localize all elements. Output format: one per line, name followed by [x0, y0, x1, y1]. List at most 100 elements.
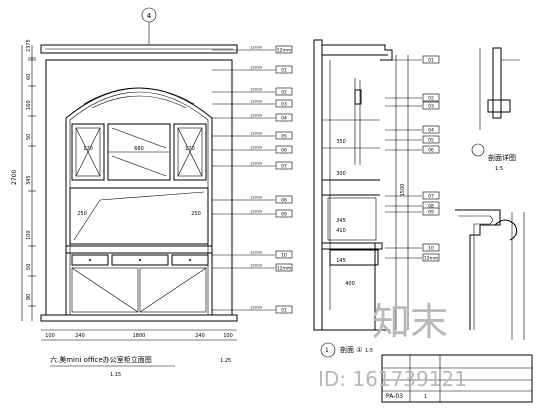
bottom-dimensions [41, 329, 237, 341]
leader-tag: 03 [281, 102, 287, 108]
display-niche [69, 187, 209, 245]
section-leader-tag: 05 [428, 138, 434, 144]
leader-note: 12mm [250, 145, 263, 150]
section-marker-label: 1 [325, 347, 329, 354]
title-block-sheet: PA-03 [386, 393, 403, 400]
leader-tag: 01 [281, 308, 287, 314]
leader-note: 12mm [250, 161, 263, 166]
left-dim-value: 2375 [26, 39, 32, 52]
section-leader-tag: 12mm [424, 256, 439, 262]
inner-dim-value: 250 [77, 211, 87, 217]
section-leader-tag: 01 [428, 58, 434, 64]
section-leader-tag: 04 [428, 128, 434, 134]
left-glass-door [71, 123, 105, 181]
section-dim-value: 350 [336, 139, 346, 145]
leader-note: 12mm [250, 195, 263, 200]
bottom-dim-value: 100 [223, 333, 233, 339]
left-total-dim: 2700 [11, 170, 18, 185]
left-dim-value: 50 [26, 264, 32, 270]
section-dim-value: 410 [336, 228, 346, 234]
left-dim-value: 50 [26, 134, 32, 140]
left-dim-value: 345 [26, 175, 32, 185]
leader-note: 12mm [250, 99, 263, 104]
leader-tag: 07 [281, 164, 287, 170]
section-caption: 剖面 ① [340, 345, 363, 354]
watermark-brand: 知末 [372, 300, 448, 344]
section-view [313, 39, 409, 358]
leader-tag: 10 [281, 253, 287, 259]
leader-note: 12mm [250, 131, 263, 136]
section-leader-tag: 08 [428, 204, 434, 210]
main-scale-sub: 1:15 [110, 372, 121, 378]
section-wall [313, 39, 323, 331]
base-plinth [40, 314, 238, 322]
grid-marker-label: 4 [147, 12, 152, 20]
bottom-dim-value: 240 [75, 333, 85, 339]
leader-note: 12mm [250, 113, 263, 118]
section-scale: 1:5 [365, 348, 373, 354]
section-leader-tag: 03 [428, 104, 434, 110]
inner-dim-value: 250 [191, 211, 201, 217]
section-marker [320, 342, 336, 358]
drawer-left [71, 254, 109, 266]
leader-note: 12mm [250, 209, 263, 214]
title-block [381, 354, 533, 403]
counter-top [65, 245, 213, 254]
grid-marker [141, 7, 157, 44]
lower-door-left [71, 267, 139, 313]
leader-tag: 04 [281, 116, 287, 122]
right-glass-door [173, 123, 207, 181]
leader-tag: 12mm [277, 266, 292, 272]
section-leader-tag: 07 [428, 194, 434, 200]
bottom-dim-value: 100 [45, 333, 55, 339]
section-leader-tag: 06 [428, 148, 434, 154]
leader-note: 12mm [250, 250, 263, 255]
section-leader-tag: 09 [428, 210, 434, 216]
leader-tag: 02 [281, 90, 287, 96]
leader-note: 12mm [250, 263, 263, 268]
leader-note: 12mm [250, 65, 263, 70]
left-dim-value: 160 [26, 100, 32, 110]
leader-note: 12mm [250, 45, 263, 50]
leader-tag: 05 [281, 134, 287, 140]
leader-tag: 09 [281, 212, 287, 218]
drawer-right [171, 254, 209, 266]
left-dim-value: 100 [26, 230, 32, 240]
crown-molding [40, 44, 238, 54]
detail-bottom [455, 209, 525, 340]
leader-lines: 12mm 12mm 01 12mm 02 12mm 03 12mm 04 12mm 05 12mm 06… [212, 45, 293, 314]
detail-caption: 剖面详图 [488, 153, 516, 162]
section-dim-value: 300 [336, 171, 346, 177]
title-block-index: 1 [424, 394, 427, 400]
detail-top [471, 47, 520, 157]
leader-tag: 01 [281, 68, 287, 74]
left-dimensions [21, 45, 36, 321]
inner-dim-value: 170 [83, 146, 93, 152]
inner-dim-value: 680 [134, 146, 144, 152]
arch-cabinet [65, 87, 213, 315]
section-drawer [329, 249, 379, 266]
main-scale: 1:25 [220, 358, 231, 364]
main-caption: 六.美mini office办公室柜立面图 [50, 355, 152, 364]
leader-note: 12mm [250, 87, 263, 92]
leader-tag: 06 [281, 148, 287, 154]
section-crown [322, 44, 393, 61]
section-leader-tag: 02 [428, 96, 434, 102]
watermark-id: ID: 161739121 [318, 367, 467, 391]
section-dim-value: 145 [336, 258, 346, 264]
leader-tag: 12mm [277, 48, 292, 54]
leader-note: 12mm [250, 305, 263, 310]
bottom-dim-value: 240 [195, 333, 205, 339]
main-elevation [40, 44, 238, 322]
detail-scale: 1:5 [495, 166, 503, 172]
inner-dim-value: 170 [185, 146, 195, 152]
dimension-texts: 2375 60 160 50 345 100 50 80 100 240 1800 240 100 170… [26, 39, 406, 339]
lower-door-right [139, 267, 207, 313]
left-dim-value: 80 [26, 294, 32, 300]
bottom-dim-value: 1800 [133, 333, 146, 339]
section-leader-tag: 10 [428, 246, 434, 252]
left-dim-value: 60 [26, 74, 32, 80]
section-dim-value: 345 [336, 218, 346, 224]
